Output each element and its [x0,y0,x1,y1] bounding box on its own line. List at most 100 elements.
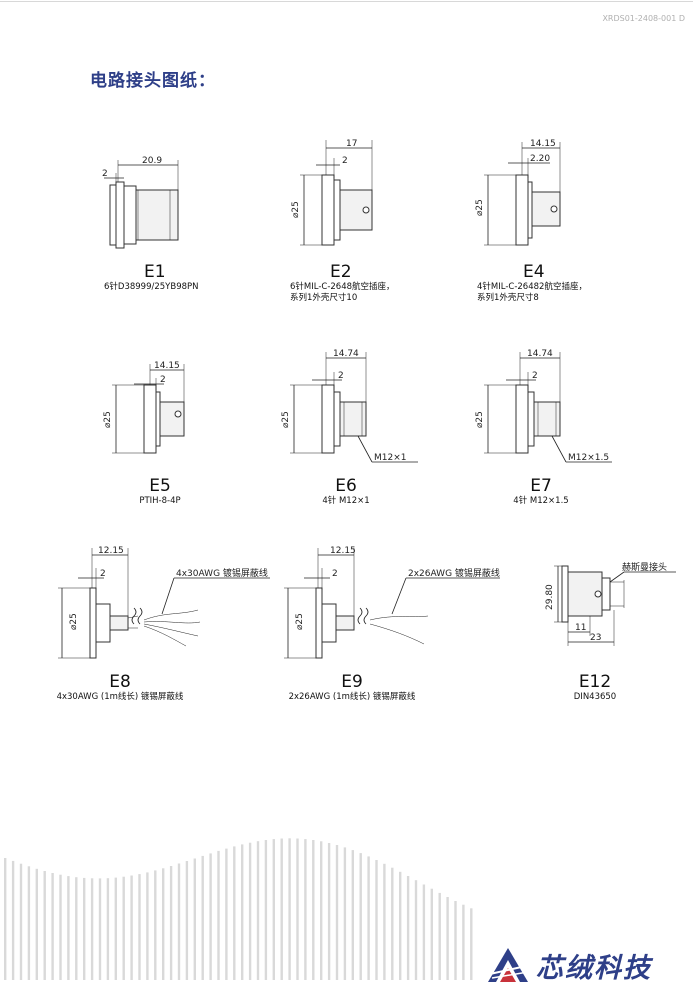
drawing-e4: 14.15 2.20 ⌀25 [475,139,561,246]
e2-dim-length: 17 [346,139,357,149]
e12-dim-length: 23 [590,633,601,643]
e9-cable-note: 2x26AWG 镀锡屏蔽线 [408,567,500,579]
e12-desc: DIN43650 [573,692,617,702]
e7-dim-length: 14.74 [527,349,553,359]
wave-bar [201,855,204,980]
e4-dim-length: 14.15 [530,139,556,149]
wave-bar [430,888,433,980]
e8-desc: 4x30AWG (1m线长) 镀锡屏蔽线 [56,692,184,702]
wave-bar [67,876,70,980]
e2-dim-diameter: ⌀25 [291,201,301,218]
wave-bar [256,841,260,980]
e4-code: E4 [523,262,545,282]
label-e1: E1 6针D38999/25YB98PN [104,262,244,293]
drawing-e8: 12.15 2 ⌀25 4x30AWG 镀锡屏蔽线 [58,546,270,659]
header-rule [0,1,693,2]
e7-dim-flange: 2 [532,371,538,381]
e8-code: E8 [109,672,131,692]
brand-logo: 芯绒科技 [486,944,666,984]
section-title: 电路接头图纸： [90,71,216,91]
e2-desc-2: 系列1外壳尺寸10 [290,293,358,303]
wave-bar [446,897,449,980]
wave-bar [272,839,275,980]
wave-bar [296,838,299,980]
wave-bar [106,878,110,980]
e5-desc: PTIH-8-4P [139,496,181,506]
brand-name: 芯绒科技 [536,953,652,984]
wave-bar [209,853,212,980]
wave-bar [146,872,149,980]
e9-dim-flange: 2 [332,569,338,579]
wave-bar [225,848,228,980]
wave-bar [383,863,386,980]
label-e2: E2 6针MIL-C-2648航空插座， 系列1外壳尺寸10 [290,262,450,304]
e5-dim-diameter: ⌀25 [103,411,113,428]
wave-bar [454,901,457,980]
wave-bar [375,860,378,980]
e5-dim-length: 14.15 [154,361,180,371]
e7-code: E7 [530,476,552,496]
wave-bar [177,863,181,980]
wave-bar [288,838,291,980]
wave-bar [138,874,141,980]
wave-bar [248,842,252,980]
e1-dim-length: 20.9 [142,156,162,166]
e12-dim-height: 29.80 [545,584,555,610]
wave-bar [367,856,370,980]
label-e12: E12 DIN43650 [560,672,630,703]
wave-bar [51,873,54,980]
e8-dim-diameter: ⌀25 [69,613,79,630]
wave-bar [233,846,236,980]
wave-bar [4,858,7,980]
wave-bar [304,839,307,980]
drawing-e7: 14.74 2 ⌀25 M12×1.5 [475,349,612,463]
e5-code: E5 [149,476,171,496]
wave-bar [438,892,441,980]
e4-dim-flange: 2.20 [530,154,550,164]
wave-bar [162,868,165,980]
wave-bar [351,850,354,980]
e7-dim-diameter: ⌀25 [475,411,485,428]
wave-bar [399,871,402,980]
drawing-e12: 29.80 11 23 赫斯曼接头 [545,561,676,646]
wave-bar [27,866,31,980]
wave-bar [154,870,157,980]
e5-dim-flange: 2 [160,375,166,385]
wave-bar [35,868,38,980]
wave-bar [90,878,94,980]
e12-dim-inner: 11 [575,623,586,633]
e6-code: E6 [335,476,357,496]
e8-cable-note: 4x30AWG 镀锡屏蔽线 [176,567,268,579]
label-e9: E9 2x26AWG (1m线长) 镀锡屏蔽线 [262,672,442,703]
wave-bar [241,844,244,980]
wave-bar [169,866,173,980]
e6-dim-diameter: ⌀25 [281,411,291,428]
wave-bar [193,858,196,980]
e2-desc: 6针MIL-C-2648航空插座， [290,282,395,292]
wave-bar [59,874,62,980]
e9-desc: 2x26AWG (1m线长) 镀锡屏蔽线 [288,692,416,702]
e9-dim-length: 12.15 [330,546,356,556]
e2-code: E2 [330,262,352,282]
e4-dim-diameter: ⌀25 [475,199,485,216]
wave-bar [83,877,86,980]
e12-code: E12 [578,672,612,692]
wave-bar [320,841,323,980]
wave-bar [414,880,418,980]
e4-desc: 4针MIL-C-26482航空插座， [477,282,587,292]
e2-dim-flange: 2 [342,156,348,166]
wave-bar [264,840,268,980]
label-e7: E7 4针 M12×1.5 [486,476,596,507]
e1-desc: 6针D38999/25YB98PN [104,282,199,292]
wave-bar [217,850,220,980]
e1-dim-flange: 2 [102,169,108,179]
drawing-e9: 12.15 2 ⌀25 2x26AWG 镀锡屏蔽线 [284,546,500,659]
wave-bar [114,877,117,980]
e1-code: E1 [144,262,166,282]
wave-bar [43,871,46,980]
wave-bar [406,876,410,980]
drawing-e5: 14.15 2 ⌀25 [103,361,185,454]
e12-connector-note: 赫斯曼接头 [622,561,667,573]
e7-dim-thread: M12×1.5 [568,453,609,463]
